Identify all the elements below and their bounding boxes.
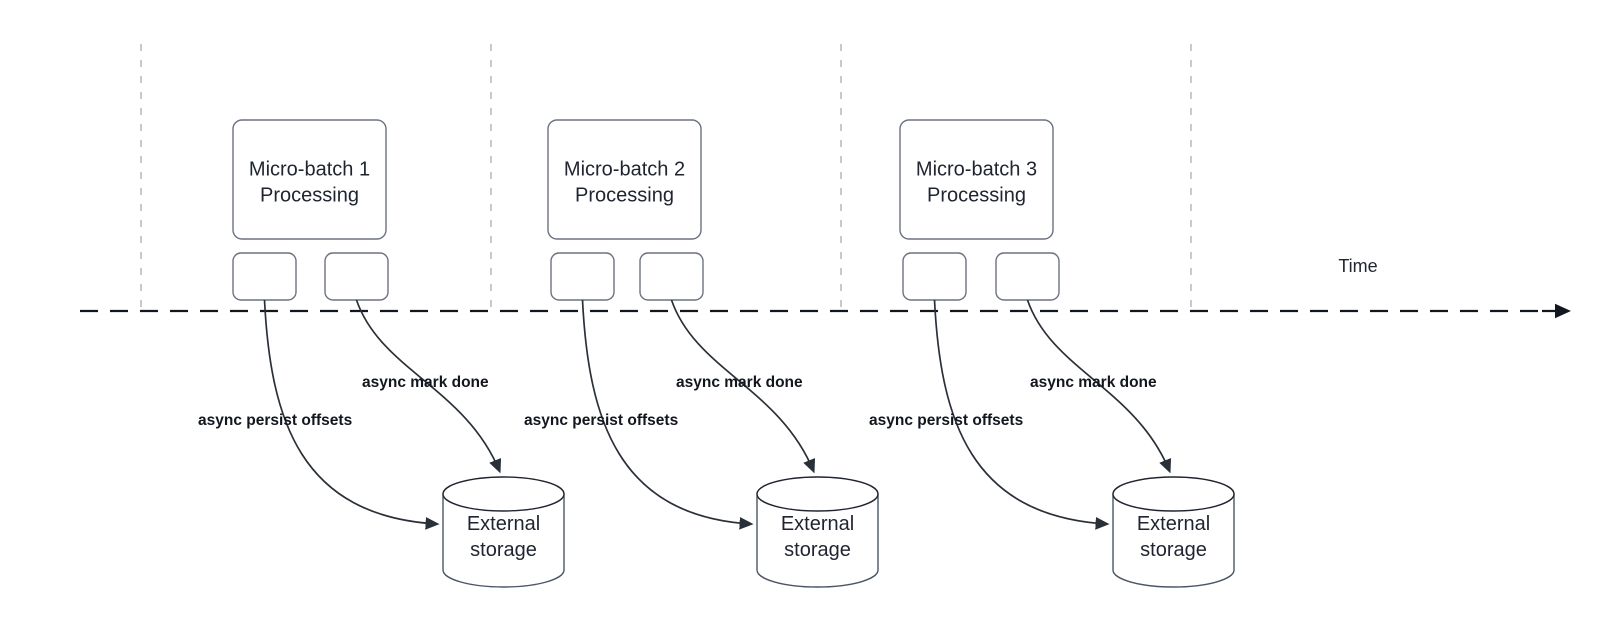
storage-label-line1: External [1137,513,1210,535]
micro-batch-box [899,119,1054,240]
storage-label-line2: storage [1140,539,1207,561]
label-async-persist-offsets: async persist offsets [869,412,1023,429]
time-axis-label: Time [1338,256,1377,276]
flow-async-mark-done [355,299,502,474]
task-box-left [902,252,967,301]
micro-batch-label-line1: Micro-batch 3 [916,159,1037,181]
label-async-mark-done: async mark done [676,374,803,391]
storage-label-line1: External [781,513,854,535]
storage-cylinder-body [442,493,565,588]
micro-batch-label-line2: Processing [575,185,674,207]
storage-label-line1: External [467,513,540,535]
storage-cylinder-body [756,493,879,588]
label-async-mark-done: async mark done [362,374,489,391]
micro-batch-box [232,119,387,240]
flow-async-persist-offsets [933,299,1110,530]
micro-batch-box [547,119,702,240]
micro-batch-label-line2: Processing [260,185,359,207]
task-box-left [550,252,615,301]
micro-batch-label-line1: Micro-batch 1 [249,159,370,181]
micro-batch-label-line2: Processing [927,185,1026,207]
task-box-right [995,252,1060,301]
label-async-persist-offsets: async persist offsets [198,412,352,429]
task-box-right [324,252,389,301]
flow-async-mark-done [1026,299,1172,474]
task-box-right [639,252,704,301]
storage-cylinder-top [756,476,879,512]
label-async-persist-offsets: async persist offsets [524,412,678,429]
label-async-mark-done: async mark done [1030,374,1157,391]
flow-async-persist-offsets [263,299,440,530]
storage-cylinder-top [442,476,565,512]
storage-cylinder-top [1112,476,1235,512]
micro-batch-label-line1: Micro-batch 2 [564,159,685,181]
storage-label-line2: storage [470,539,537,561]
flow-async-persist-offsets [581,299,754,530]
storage-label-line2: storage [784,539,851,561]
task-box-left [232,252,297,301]
flow-async-mark-done [670,299,816,474]
storage-cylinder-body [1112,493,1235,588]
